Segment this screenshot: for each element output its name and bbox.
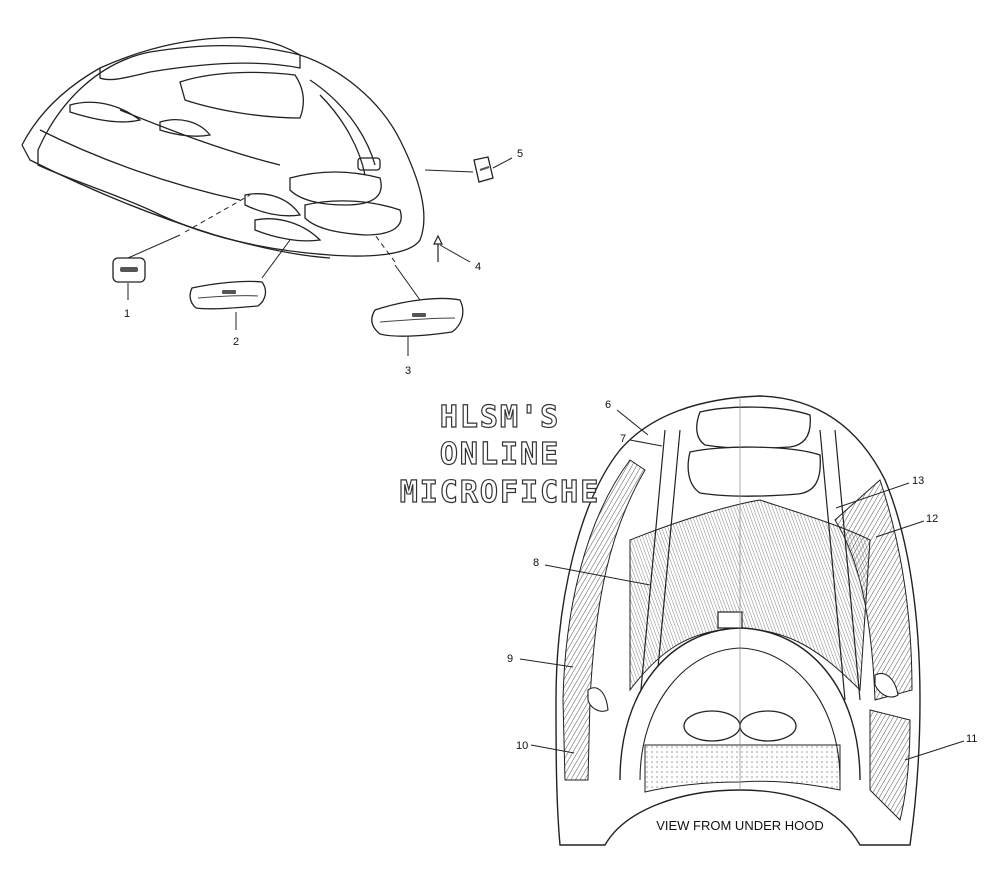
callout-9: 9 xyxy=(507,653,513,665)
callout-5: 5 xyxy=(517,148,523,160)
callout-6: 6 xyxy=(605,399,611,411)
callout-11: 11 xyxy=(966,733,977,745)
callout-7: 7 xyxy=(620,433,626,445)
callout-13: 13 xyxy=(912,475,924,487)
callout-12: 12 xyxy=(926,513,938,525)
watermark-line-1: HLSM'S xyxy=(440,400,560,435)
leader-lines-top xyxy=(127,157,513,356)
decal-part-5 xyxy=(473,156,494,183)
leader-lines-bottom xyxy=(519,409,965,761)
callout-10: 10 xyxy=(516,740,528,752)
decal-part-3 xyxy=(371,297,464,337)
hood-underside-view xyxy=(555,395,921,846)
hood-exterior-view xyxy=(21,36,425,259)
view-caption: VIEW FROM UNDER HOOD xyxy=(656,818,824,833)
watermark: HLSM'S ONLINE MICROFICHE xyxy=(399,399,601,510)
watermark-line-3: MICROFICHE xyxy=(400,475,601,510)
callout-3: 3 xyxy=(405,365,411,377)
callout-2: 2 xyxy=(233,336,239,348)
callout-8: 8 xyxy=(533,557,539,569)
callout-1: 1 xyxy=(124,308,130,320)
decal-part-1 xyxy=(112,257,146,283)
decal-part-2 xyxy=(189,280,267,310)
callout-4: 4 xyxy=(475,261,481,273)
watermark-line-2: ONLINE xyxy=(440,437,560,472)
rivet-part-4 xyxy=(433,234,443,262)
